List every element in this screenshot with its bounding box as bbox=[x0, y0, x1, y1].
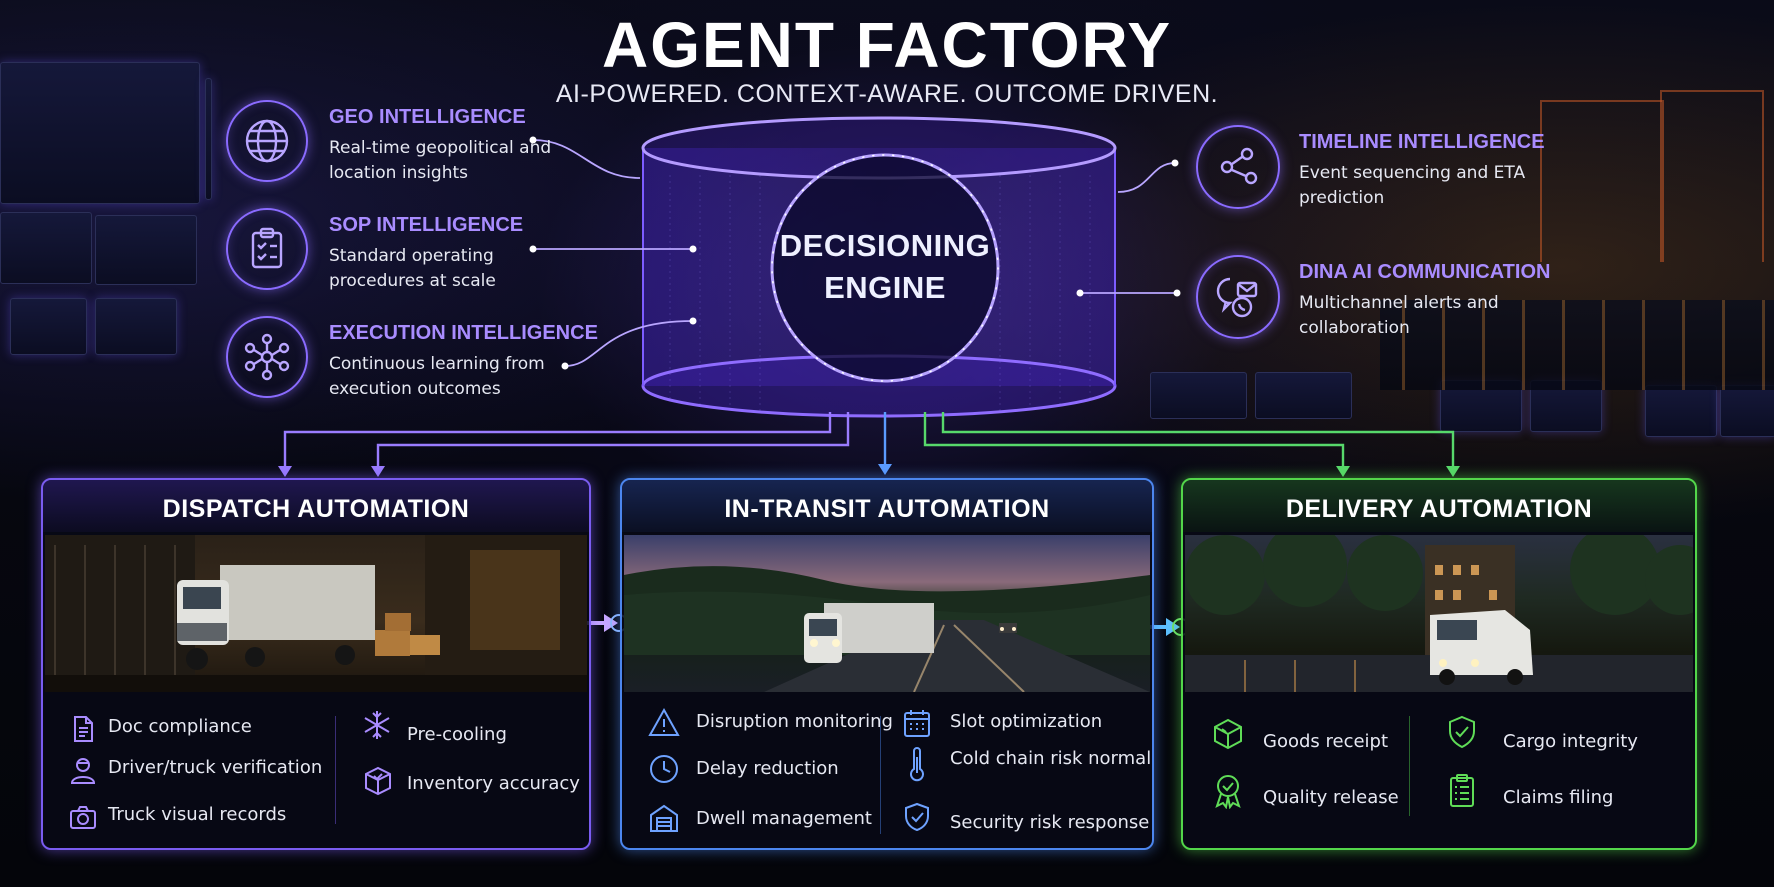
driver-icon bbox=[66, 753, 100, 787]
feature-label: Cargo integrity bbox=[1503, 731, 1638, 752]
package-check-icon bbox=[1211, 717, 1245, 751]
feature-label: Quality release bbox=[1263, 787, 1399, 808]
calendar-icon bbox=[900, 706, 934, 740]
feature-label: Goods receipt bbox=[1263, 731, 1389, 752]
delivery-automation-panel: DELIVERY AUTOMATION Goods receipt Qualit… bbox=[1181, 478, 1697, 850]
in-transit-automation-panel: IN-TRANSIT AUTOMATION Disruption monitor… bbox=[620, 478, 1154, 850]
box-icon bbox=[361, 764, 395, 798]
clipboard-checklist-icon bbox=[226, 208, 308, 290]
panel-title: DISPATCH AUTOMATION bbox=[43, 480, 589, 532]
share-nodes-icon bbox=[1196, 125, 1280, 209]
award-icon bbox=[1211, 774, 1245, 809]
feature-label: Slot optimization bbox=[950, 711, 1103, 732]
intel-description: Continuous learning from execution outco… bbox=[329, 354, 545, 399]
intel-description: Real-time geopolitical and location insi… bbox=[329, 138, 552, 183]
camera-icon bbox=[66, 800, 100, 834]
intel-title: TIMELINE INTELLIGENCE bbox=[1299, 131, 1545, 153]
intel-title: EXECUTION INTELLIGENCE bbox=[329, 322, 598, 344]
feature-label: Driver/truck verification bbox=[108, 757, 323, 778]
feature-label: Dwell management bbox=[696, 808, 872, 829]
shield-check-icon bbox=[1445, 715, 1479, 749]
clock-icon bbox=[647, 752, 681, 786]
dispatch-automation-panel: DISPATCH AUTOMATION Doc compliance Drive… bbox=[41, 478, 591, 850]
truck-on-highway-photo bbox=[624, 535, 1150, 692]
intel-title: SOP INTELLIGENCE bbox=[329, 214, 524, 236]
feature-label: Doc compliance bbox=[108, 716, 252, 737]
chat-mail-icon bbox=[1196, 255, 1280, 339]
decisioning-engine: DECISIONING ENGINE bbox=[770, 225, 1000, 309]
page-subtitle: AI-POWERED. CONTEXT-AWARE. OUTCOME DRIVE… bbox=[555, 80, 1219, 108]
thermometer-icon bbox=[900, 747, 934, 782]
network-nodes-icon bbox=[226, 316, 308, 398]
intel-description: Standard operating procedures at scale bbox=[329, 246, 496, 291]
feature-label: Disruption monitoring bbox=[696, 711, 893, 732]
clipboard-list-icon bbox=[1445, 773, 1479, 807]
intel-title: DINA AI COMMUNICATION bbox=[1299, 261, 1551, 283]
intel-title: GEO INTELLIGENCE bbox=[329, 106, 526, 128]
page-title: AGENT FACTORY bbox=[601, 9, 1173, 81]
engine-ring bbox=[770, 153, 1000, 383]
feature-label: Delay reduction bbox=[696, 758, 839, 779]
feature-label: Truck visual records bbox=[108, 804, 287, 825]
feature-label: Inventory accuracy bbox=[407, 773, 580, 794]
snowflake-icon bbox=[360, 708, 394, 742]
globe-icon bbox=[226, 100, 308, 182]
shield-check-icon bbox=[900, 800, 934, 834]
intel-description: Multichannel alerts and collaboration bbox=[1299, 293, 1499, 338]
panel-title: IN-TRANSIT AUTOMATION bbox=[622, 480, 1152, 532]
engine-label-line2: ENGINE bbox=[824, 270, 946, 305]
feature-label: Pre-cooling bbox=[407, 724, 507, 745]
feature-label: Cold chain risk normalization bbox=[950, 748, 1152, 769]
engine-label-line1: DECISIONING bbox=[779, 228, 991, 263]
garage-icon bbox=[647, 801, 681, 835]
panel-title: DELIVERY AUTOMATION bbox=[1183, 480, 1695, 532]
warning-icon bbox=[647, 706, 681, 740]
van-in-city-street-photo bbox=[1185, 535, 1693, 692]
document-icon bbox=[66, 712, 100, 746]
truck-in-warehouse-photo bbox=[45, 535, 587, 692]
intel-description: Event sequencing and ETA prediction bbox=[1299, 163, 1526, 208]
feature-label: Claims filing bbox=[1503, 787, 1614, 808]
feature-label: Security risk response bbox=[950, 812, 1150, 833]
